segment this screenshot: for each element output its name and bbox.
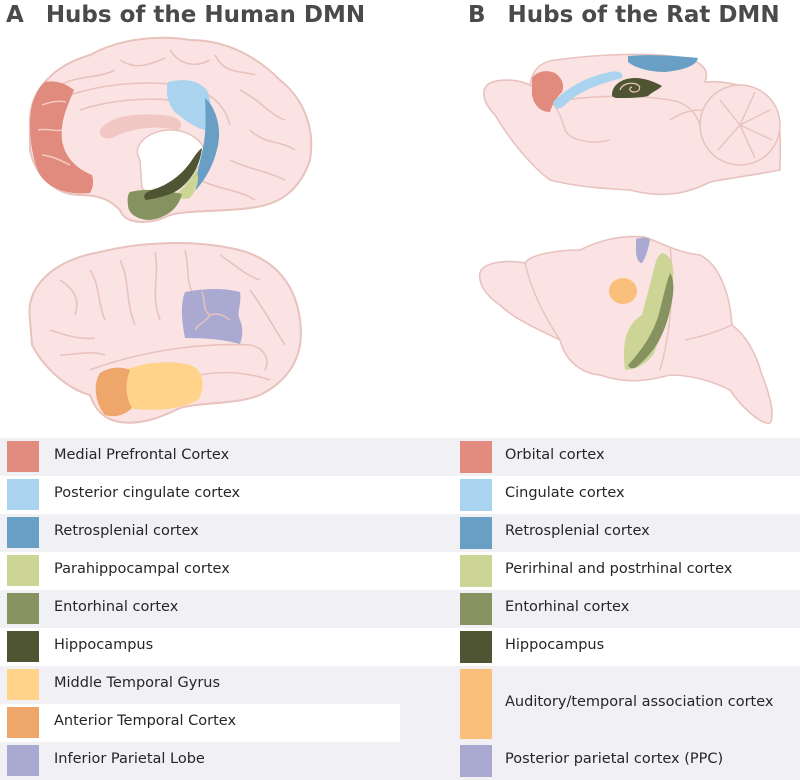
legend-human-swatch [7, 631, 39, 662]
legend-human-label: Entorhinal cortex [54, 599, 179, 615]
legend-rat-label: Retrosplenial cortex [505, 523, 650, 539]
rat-lateral-lines [524, 246, 733, 371]
legend-rat-swatch [460, 745, 492, 777]
corpus-callosum [99, 114, 182, 139]
panel-b-title-text: Hubs of the Rat DMN [507, 2, 780, 28]
human-lateral-gyri [49, 249, 286, 381]
legend-human-swatch [7, 593, 39, 624]
human-posterior-cingulate-region [166, 80, 211, 130]
legend-rat-label: Orbital cortex [505, 447, 605, 463]
legend-rat-label: Perirhinal and postrhinal cortex [505, 561, 733, 577]
panel-a-title-text: Hubs of the Human DMN [45, 2, 366, 28]
rat-retrosplenial-region [628, 55, 698, 72]
legend-rat-swatch [460, 631, 492, 663]
panel-a-letter: A [6, 2, 24, 28]
prefrontal-sulci [37, 100, 71, 166]
human-inferior-parietal-region [181, 289, 243, 344]
legend-human-swatch [7, 441, 39, 472]
panel-a-title: A Hubs of the Human DMN [6, 2, 365, 28]
rat-orbital-region [532, 71, 564, 112]
legend-band [0, 438, 800, 476]
rat-hippocampus-region [612, 78, 662, 98]
rat-lateral-outline [478, 235, 773, 424]
hippocampus-curl [619, 82, 641, 93]
legend-human-swatch [7, 479, 39, 510]
legend-human-label: Retrosplenial cortex [54, 523, 199, 539]
legend-human-label: Anterior Temporal Cortex [54, 713, 237, 729]
human-brain-medial-view [28, 36, 313, 223]
legend-human-label: Medial Prefrontal Cortex [54, 447, 230, 463]
legend-rat-label: Auditory/temporal association cortex [505, 694, 774, 710]
human-parahippocampal-region [176, 170, 198, 199]
rat-entorhinal-region [628, 273, 674, 369]
legend-human-label: Inferior Parietal Lobe [54, 751, 205, 767]
human-retrosplenial-region [195, 98, 220, 190]
human-brain-lateral-view [28, 242, 302, 424]
legend-rat-label: Entorhinal cortex [505, 599, 630, 615]
legend-rat-label: Posterior parietal cortex (PPC) [505, 751, 724, 767]
rat-auditory-temporal-region [609, 278, 637, 304]
legend-human-swatch [7, 517, 39, 548]
legend-human-label: Middle Temporal Gyrus [54, 675, 221, 691]
legend-human-label: Posterior cingulate cortex [54, 485, 241, 501]
rat-perirhinal-region [623, 253, 674, 370]
legend-human-swatch [7, 669, 39, 700]
rat-posterior-parietal-region [636, 237, 650, 263]
human-middle-temporal-region [121, 362, 203, 410]
rat-cingulate-region [553, 71, 623, 109]
human-medial-prefrontal-region [30, 81, 94, 194]
legend-human-swatch [7, 707, 39, 738]
legend-rat-swatch [460, 593, 492, 625]
legend-band [0, 514, 800, 552]
panel-b-title: B Hubs of the Rat DMN [468, 2, 780, 28]
legend-rat-swatch [460, 555, 492, 587]
legend-band [0, 590, 800, 628]
legend-rat-swatch [460, 517, 492, 549]
human-entorhinal-region [127, 189, 182, 220]
legend-band [0, 742, 800, 780]
legend-rat-swatch [460, 441, 492, 473]
legend-rat-label: Cingulate cortex [505, 485, 625, 501]
panel-b-letter: B [468, 2, 486, 28]
rat-brain-lateral-view [478, 235, 773, 424]
legend-rat-label: Hippocampus [505, 637, 605, 653]
human-anterior-temporal-region [95, 367, 132, 417]
human-hippocampus-region [144, 148, 202, 200]
legend-rat-swatch [460, 669, 492, 739]
parietal-sulci [194, 291, 231, 331]
legend-human-swatch [7, 555, 39, 586]
legend-human-label: Parahippocampal cortex [54, 561, 230, 577]
legend-human-label: Hippocampus [54, 637, 154, 653]
legend-rat-swatch [460, 479, 492, 511]
legend-human-swatch [7, 745, 39, 776]
rat-cerebellum [699, 84, 781, 166]
rat-brain-sagittal-view [483, 53, 782, 196]
